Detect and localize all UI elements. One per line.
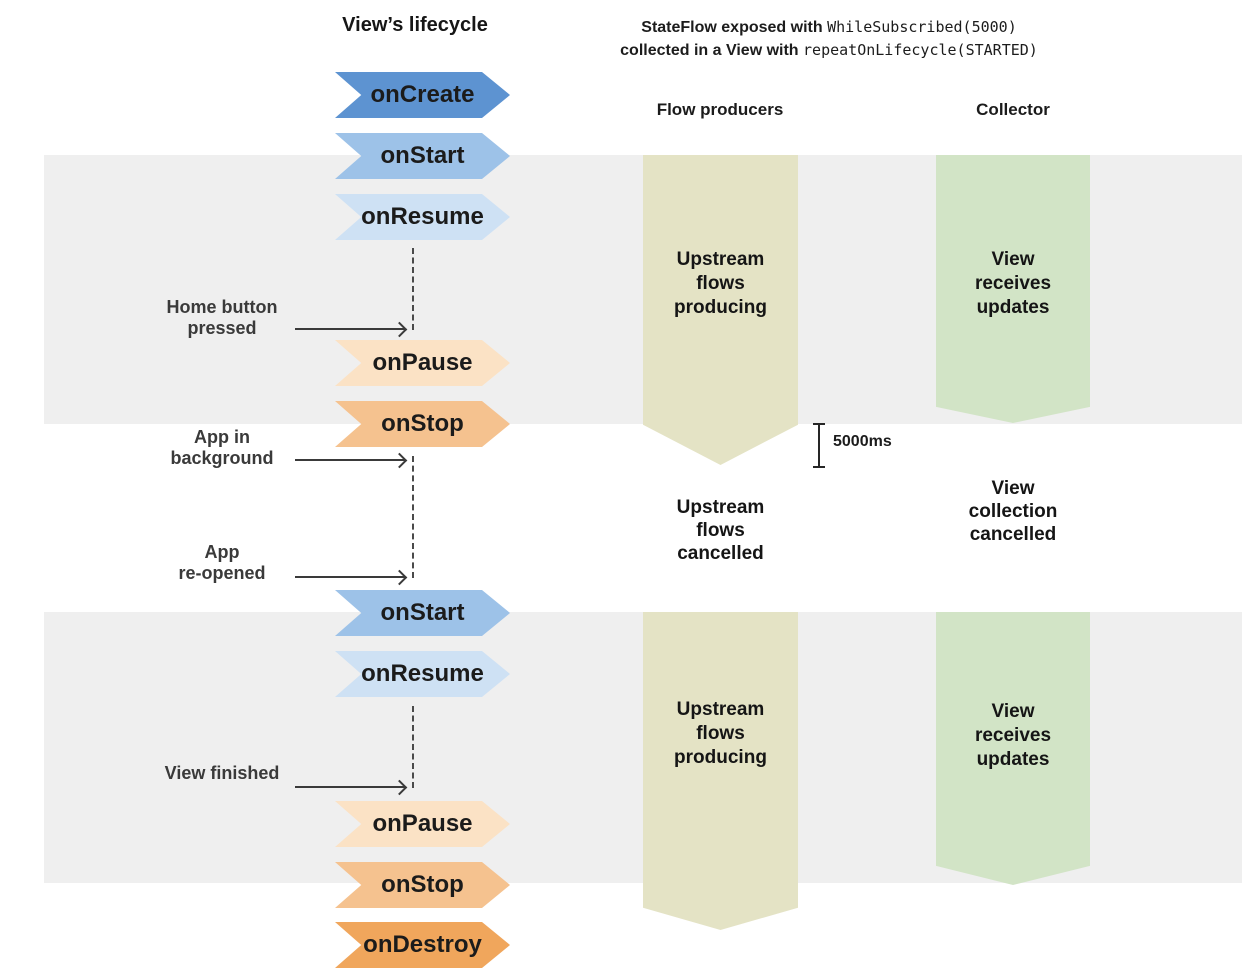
dashed-connector-3 [412, 706, 414, 788]
collector-heading: Collector [976, 100, 1050, 119]
event-arrow-app-re-opened [295, 576, 405, 578]
collector-text-cancelled: View collection cancelled [968, 478, 1058, 545]
diagram-title: StateFlow exposed with WhileSubscribed(5… [604, 16, 1054, 62]
chevron-onstart-1: onStart [335, 133, 510, 179]
flow-producers-heading: Flow producers [656, 100, 784, 119]
producer-arrow-2 [643, 612, 798, 930]
event-label-view-finished: View finished [164, 763, 280, 783]
diagram-title-line1: StateFlow exposed with WhileSubscribed(5… [641, 18, 1017, 36]
producer-text-producing-2: Upstream flows producing [674, 699, 767, 768]
timeout-label: 5000ms [833, 433, 892, 450]
event-arrow-app-in-background [295, 459, 405, 461]
chevron-onstop-1: onStop [335, 401, 510, 447]
event-label-app-re-opened: App re-opened [178, 542, 266, 583]
diagram-title-line2: collected in a View with repeatOnLifecyc… [620, 41, 1038, 59]
chevron-onpause-2: onPause [335, 801, 510, 847]
timeout-bracket-icon [813, 423, 825, 468]
event-arrow-home-button-pressed [295, 328, 405, 330]
chevron-onresume-2: onResume [335, 651, 510, 697]
event-arrow-view-finished [295, 786, 405, 788]
chevron-onpause-1: onPause [335, 340, 510, 386]
producer-text-cancelled: Upstream flows cancelled [676, 497, 765, 564]
chevron-ondestroy: onDestroy [335, 922, 510, 968]
collector-text-updates-2: View receives updates [974, 701, 1052, 770]
dashed-connector-1 [412, 248, 414, 330]
producer-text-producing-1: Upstream flows producing [674, 249, 767, 318]
chevron-oncreate: onCreate [335, 72, 510, 118]
collector-text-updates-1: View receives updates [974, 249, 1052, 318]
lifecycle-column-title: View’s lifecycle [342, 14, 488, 36]
chevron-onstop-2: onStop [335, 862, 510, 908]
event-label-home-button-pressed: Home button pressed [166, 297, 278, 338]
chevron-onstart-2: onStart [335, 590, 510, 636]
collector-arrow-2 [936, 612, 1090, 885]
chevron-onresume-1: onResume [335, 194, 510, 240]
dashed-connector-2 [412, 456, 414, 578]
collector-arrow-1 [936, 155, 1090, 423]
event-label-app-in-background: App in background [170, 427, 274, 468]
producer-arrow-1 [643, 155, 798, 465]
